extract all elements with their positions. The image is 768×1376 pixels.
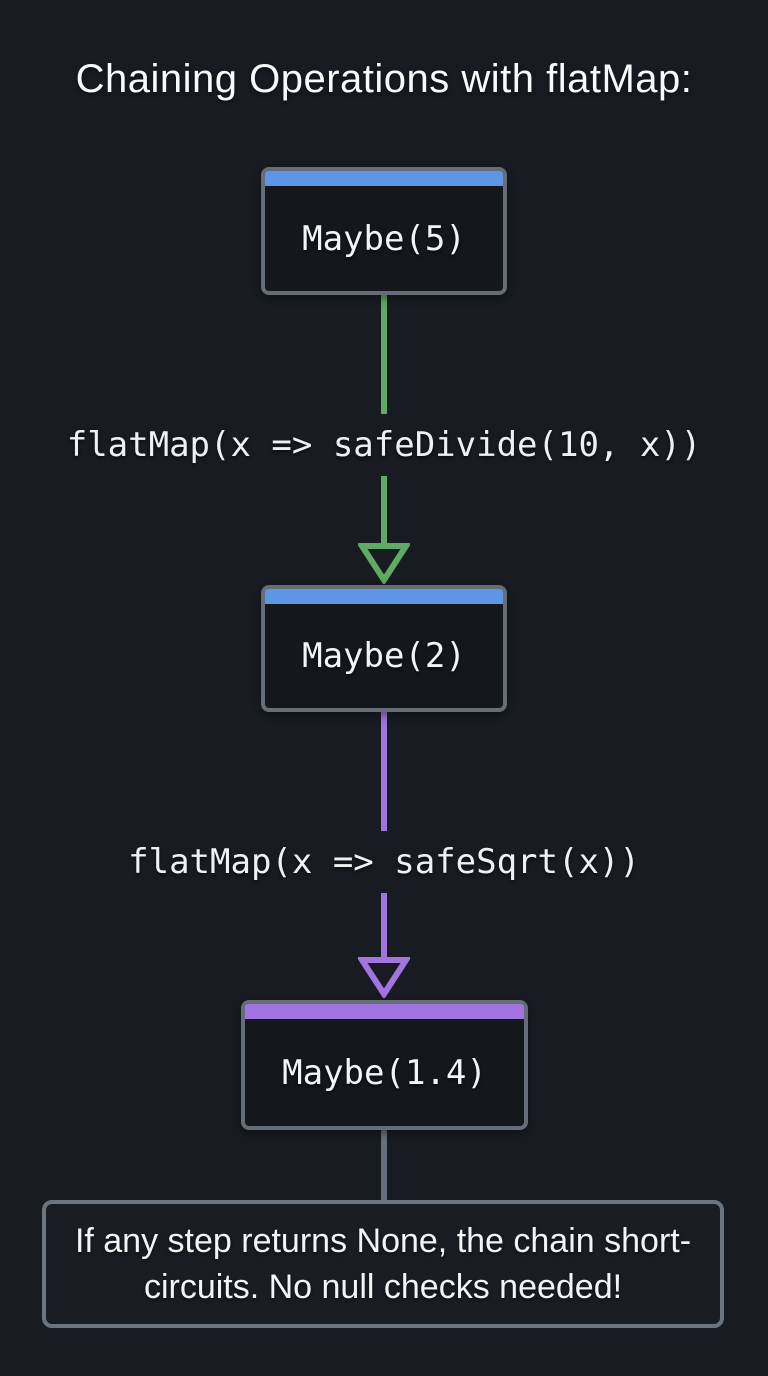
node-body: Maybe(5) — [265, 186, 503, 291]
node-header-bar — [245, 1004, 524, 1019]
node-label: Maybe(1.4) — [282, 1052, 487, 1093]
node-header-bar — [265, 171, 503, 186]
node-maybe-2: Maybe(2) — [261, 585, 507, 712]
page-title: Chaining Operations with flatMap: — [75, 57, 693, 101]
node-maybe-1-4: Maybe(1.4) — [241, 1000, 528, 1130]
note-box: If any step returns None, the chain shor… — [42, 1200, 724, 1328]
node-label: Maybe(5) — [302, 218, 466, 259]
note-text: If any step returns None, the chain shor… — [74, 1222, 692, 1306]
node-header-bar — [265, 589, 503, 604]
note-connector-line — [381, 1130, 387, 1200]
node-body: Maybe(1.4) — [245, 1019, 524, 1126]
node-label: Maybe(2) — [302, 636, 466, 676]
arrowhead-down-icon — [358, 957, 410, 998]
node-maybe-5: Maybe(5) — [261, 167, 507, 295]
arrowhead-down-icon — [358, 543, 410, 584]
edge-label-flatmap-safedivide: flatMap(x => safeDivide(10, x)) — [52, 414, 716, 476]
edge-label-flatmap-safesqrt: flatMap(x => safeSqrt(x)) — [114, 831, 654, 893]
node-body: Maybe(2) — [265, 604, 503, 708]
